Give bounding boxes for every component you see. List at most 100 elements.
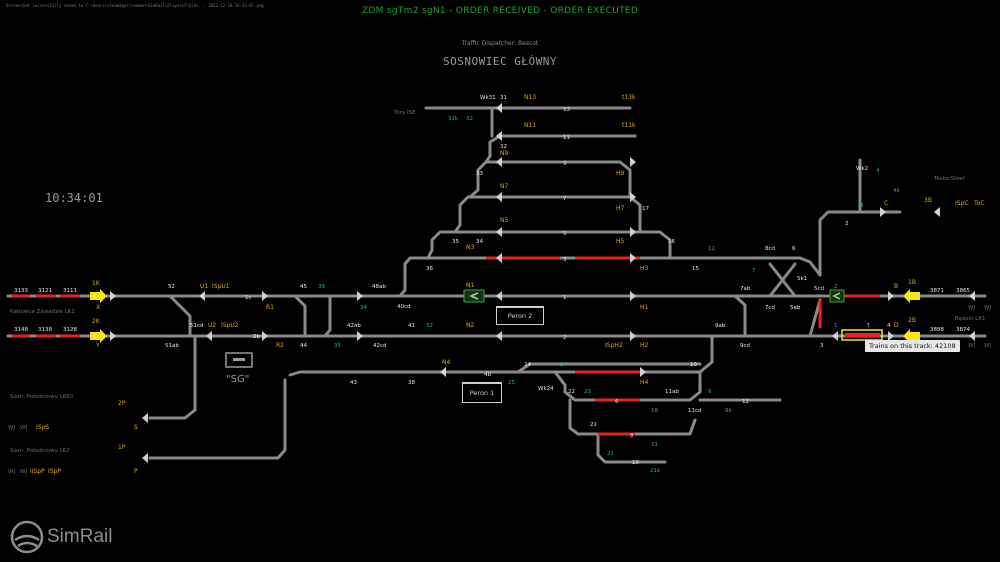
- simrail-logo: SimRail: [10, 520, 112, 554]
- svg-text:3: 3: [820, 343, 824, 349]
- svg-text:8: 8: [630, 433, 634, 439]
- selected-track-highlight[interactable]: [841, 329, 883, 341]
- svg-text:WJ: WJ: [968, 305, 975, 311]
- svg-text:H1: H1: [640, 304, 649, 311]
- svg-text:7cd: 7cd: [765, 305, 775, 311]
- svg-text:R1: R1: [266, 304, 274, 311]
- track-4: [288, 334, 714, 377]
- svg-text:9ab: 9ab: [715, 323, 726, 329]
- track-10-lower: [596, 432, 667, 464]
- svg-text:IISpP: IISpP: [30, 468, 45, 475]
- track-layer: [6, 106, 987, 464]
- svg-text:21: 21: [607, 451, 614, 457]
- svg-text:3138: 3138: [38, 327, 52, 333]
- svg-text:32: 32: [426, 323, 433, 329]
- svg-text:H7: H7: [616, 205, 625, 212]
- svg-text:33: 33: [476, 171, 483, 177]
- svg-text:11ab: 11ab: [665, 389, 679, 395]
- svg-text:WJ: WJ: [8, 469, 15, 475]
- svg-text:9k: 9k: [725, 408, 732, 414]
- svg-text:Wk2: Wk2: [856, 166, 868, 172]
- signal-markers: [110, 103, 975, 463]
- svg-text:ISpH2: ISpH2: [605, 342, 623, 349]
- track-6: [553, 370, 702, 402]
- svg-text:Tesko Steel: Tesko Steel: [933, 176, 965, 182]
- svg-text:3111: 3111: [63, 288, 77, 294]
- svg-text:38: 38: [408, 380, 415, 386]
- svg-text:WJ: WJ: [20, 469, 27, 475]
- svg-text:21: 21: [590, 422, 597, 428]
- svg-text:2: 2: [834, 284, 838, 290]
- svg-text:ISpC: ISpC: [955, 200, 969, 207]
- svg-text:Sosn. Południowy L660: Sosn. Południowy L660: [10, 394, 74, 400]
- svg-text:34: 34: [476, 239, 483, 245]
- svg-text:32: 32: [466, 116, 473, 122]
- svg-text:P: P: [134, 468, 138, 475]
- platform-2: Peron 2: [496, 306, 544, 325]
- svg-text:7: 7: [563, 196, 567, 202]
- track-7: [453, 195, 642, 234]
- svg-text:9: 9: [708, 389, 712, 395]
- svg-text:3148: 3148: [14, 327, 28, 333]
- svg-text:ToC: ToC: [973, 200, 985, 207]
- svg-text:9cd: 9cd: [740, 343, 750, 349]
- svg-text:WJ: WJ: [984, 305, 991, 311]
- yellow-signals: [90, 289, 920, 343]
- svg-text:51ab: 51ab: [165, 343, 179, 349]
- svg-text:11cd: 11cd: [688, 408, 702, 414]
- svg-text:WJ: WJ: [984, 343, 991, 349]
- svg-text:6: 6: [792, 246, 796, 252]
- track-11: [484, 134, 637, 164]
- simrail-logo-text: SimRail: [47, 526, 113, 547]
- svg-text:44: 44: [300, 343, 307, 349]
- svg-text:3871: 3871: [930, 288, 944, 294]
- svg-text:1B: 1B: [908, 279, 916, 286]
- svg-text:WJ: WJ: [20, 425, 27, 431]
- svg-text:42cd: 42cd: [373, 343, 387, 349]
- svg-text:H5: H5: [616, 238, 625, 245]
- svg-text:2B: 2B: [908, 317, 916, 324]
- side-labels: Katowice Zawadzie LK1 Będzin LK1 Tory IS…: [8, 110, 991, 475]
- svg-text:42ab: 42ab: [347, 323, 361, 329]
- svg-text:Sosn. Południowy L62: Sosn. Południowy L62: [10, 448, 70, 454]
- track-9cd: [733, 294, 747, 338]
- svg-text:2: 2: [563, 335, 567, 341]
- track-3: [398, 256, 822, 298]
- signal-b-route[interactable]: [829, 289, 845, 303]
- sg-label: "SG": [226, 374, 249, 385]
- svg-text:17: 17: [642, 206, 649, 212]
- signal-n1-route[interactable]: [463, 289, 485, 303]
- svg-text:N4: N4: [442, 359, 450, 366]
- svg-text:H4: H4: [640, 379, 649, 386]
- svg-text:ISpS: ISpS: [36, 424, 49, 431]
- svg-text:35: 35: [334, 343, 341, 349]
- simrail-logo-icon: [10, 520, 44, 554]
- svg-text:S: S: [134, 424, 138, 431]
- track-5: [426, 230, 672, 260]
- svg-text:4k: 4k: [893, 188, 900, 194]
- svg-text:N9: N9: [500, 150, 508, 157]
- track-l660: [148, 334, 197, 420]
- svg-text:N11: N11: [524, 122, 536, 129]
- svg-text:D: D: [894, 322, 899, 329]
- sg-building-icon: [225, 352, 253, 368]
- svg-text:21k: 21k: [650, 468, 661, 474]
- crossing-5k1: [768, 262, 797, 298]
- svg-text:4: 4: [887, 323, 891, 329]
- svg-text:B: B: [894, 283, 898, 290]
- svg-text:H2: H2: [640, 342, 649, 349]
- svg-text:40cd: 40cd: [397, 304, 411, 310]
- svg-text:35: 35: [452, 239, 459, 245]
- svg-text:5cd: 5cd: [814, 286, 824, 292]
- svg-text:3128: 3128: [63, 327, 77, 333]
- svg-text:52: 52: [168, 284, 175, 290]
- svg-text:22: 22: [568, 389, 575, 395]
- svg-text:5: 5: [563, 231, 567, 237]
- svg-text:2P: 2P: [118, 400, 126, 407]
- svg-text:18: 18: [651, 408, 658, 414]
- signal-2K: 2K: [92, 318, 101, 325]
